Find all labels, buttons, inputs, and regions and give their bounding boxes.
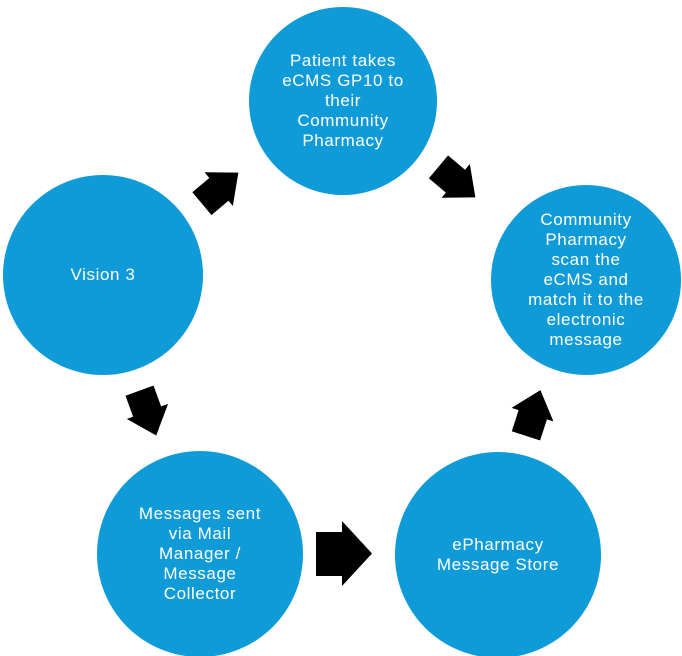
node-community-pharmacy-scan: Community Pharmacy scan the eCMS and mat…: [491, 185, 681, 375]
block-arrow-down-right-icon: [428, 155, 476, 198]
block-arrow-down-icon: [125, 385, 169, 436]
node-messages-sent-label: Messages sent via Mail Manager / Message…: [138, 503, 262, 604]
arrow-messages-to-epharmacy: [316, 521, 372, 586]
node-patient-takes-ecms-label: Patient takes eCMS GP10 to their Communi…: [282, 50, 404, 151]
node-community-pharmacy-scan-label: Community Pharmacy scan the eCMS and mat…: [528, 209, 644, 350]
node-epharmacy-message-store: ePharmacy Message Store: [395, 452, 601, 656]
arrow-patient-to-community: [424, 150, 489, 215]
block-arrow-up-icon: [511, 390, 554, 441]
block-arrow-right-icon: [316, 521, 372, 586]
node-messages-sent: Messages sent via Mail Manager / Message…: [97, 451, 303, 656]
arrow-vision-to-patient: [187, 156, 252, 221]
arrow-epharmacy-to-community: [505, 383, 562, 442]
block-arrow-up-right-icon: [192, 172, 239, 216]
arrow-vision-to-messages: [119, 383, 177, 443]
node-vision-3-label: Vision 3: [70, 264, 136, 284]
node-epharmacy-message-store-label: ePharmacy Message Store: [436, 534, 560, 574]
node-patient-takes-ecms: Patient takes eCMS GP10 to their Communi…: [249, 7, 437, 195]
node-vision-3: Vision 3: [3, 175, 203, 375]
